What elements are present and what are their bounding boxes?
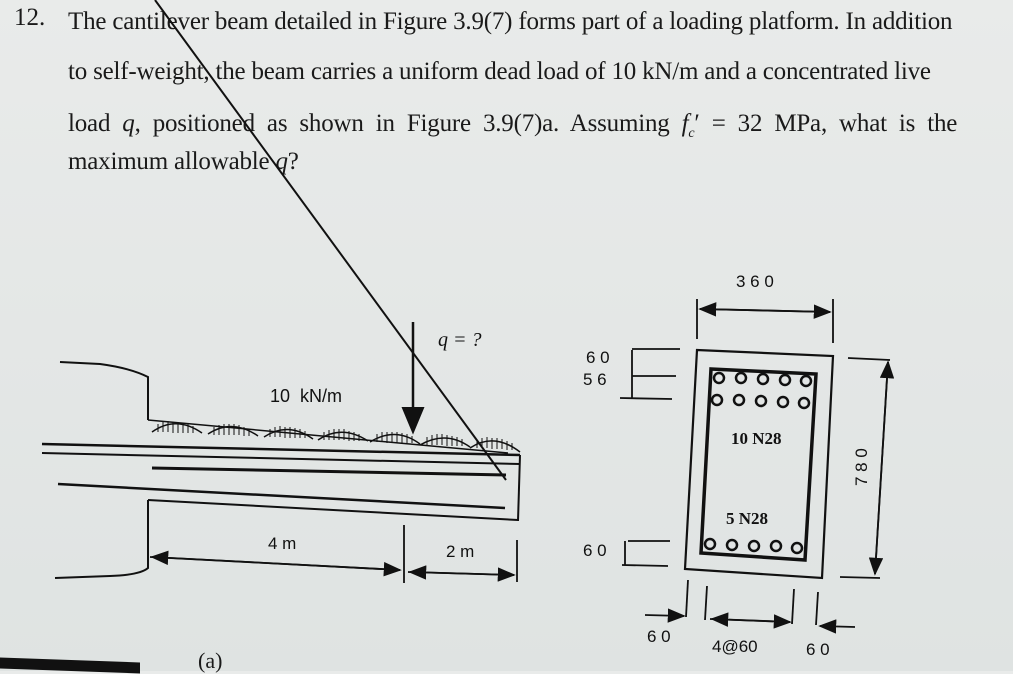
depth-780-label: 7 8 0 — [852, 448, 871, 486]
problem-line-1: The cantilever beam detailed in Figure 3… — [68, 8, 953, 35]
cantilever-beam-figure — [41, 0, 521, 583]
span-2m-label: 2 m — [446, 542, 474, 561]
point-load-label: q = ? — [438, 329, 482, 351]
point-load-arrow — [401, 322, 425, 435]
span-dimensions — [147, 510, 518, 583]
top-bars-label: 10 N28 — [731, 429, 782, 448]
beam-cross-section — [619, 299, 895, 634]
top-cover-label: 6 0 — [586, 348, 610, 367]
side-cover-left-label: 6 0 — [647, 627, 671, 646]
question-number: 12. — [14, 4, 46, 31]
problem-line-4: maximum allowable q? — [68, 148, 299, 175]
q-symbol: q — [122, 110, 135, 137]
bottom-bars-label: 5 N28 — [726, 509, 768, 528]
top-bars — [710, 371, 813, 410]
fc-symbol: fc′ — [681, 110, 700, 141]
udl-load-humps — [151, 421, 521, 453]
bar-spacing-label: 4@60 — [712, 637, 758, 656]
figure-caption: (a) — [198, 648, 223, 673]
bottom-cover-label: 6 0 — [583, 541, 607, 560]
problem-line-3: load q, positioned as shown in Figure 3.… — [68, 110, 958, 141]
bottom-bars — [703, 537, 804, 555]
layer-spacing-label: 5 6 — [583, 370, 607, 389]
width-360-label: 3 6 0 — [736, 272, 774, 291]
problem-line-2: to self-weight, the beam carries a unifo… — [68, 58, 931, 85]
span-4m-label: 4 m — [268, 534, 296, 553]
side-cover-right-label: 6 0 — [806, 640, 830, 659]
udl-label: 10 kN/m — [270, 386, 342, 406]
